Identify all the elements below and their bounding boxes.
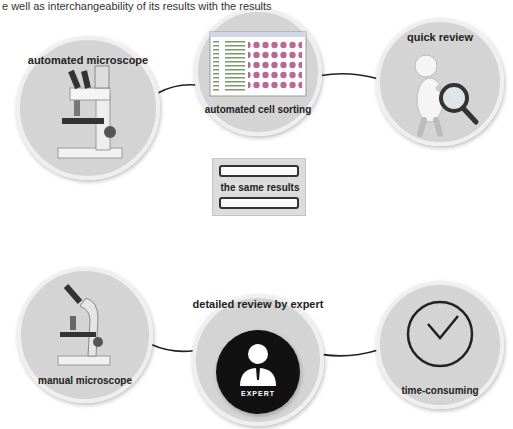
circle-label: EXPERT — [216, 390, 300, 398]
text-fragment: e well as interchangeability of its resu… — [2, 0, 272, 12]
circle-label: detailed review by expert — [168, 298, 348, 310]
step-circle: time-consuming — [376, 281, 504, 409]
ring-connector — [323, 350, 377, 356]
circle-label: time-consuming — [370, 385, 510, 396]
ring-connector — [157, 85, 196, 94]
expert-badge: EXPERT — [216, 330, 300, 414]
circle-label: quick review — [376, 31, 504, 43]
box-label: the same results — [213, 182, 307, 193]
circle-fill — [216, 330, 300, 414]
circle-label: manual microscope — [17, 375, 153, 386]
step-circle: automated cell sorting — [194, 8, 322, 136]
step-circle: quick review — [376, 18, 504, 146]
circle-outline — [216, 330, 300, 414]
ring-connector — [151, 345, 193, 352]
ring-connector — [321, 74, 377, 79]
circle-outline — [194, 8, 322, 136]
step-circle: automated microscope — [16, 36, 160, 180]
circle-fill — [196, 10, 320, 134]
circle-label: automated microscope — [16, 54, 160, 66]
circle-fill — [194, 296, 322, 424]
step-circle: detailed review by expertEXPERT — [192, 294, 324, 426]
result-box: the same results — [212, 158, 306, 216]
circle-label: automated cell sorting — [194, 104, 322, 115]
step-circle: manual microscope — [17, 267, 153, 403]
